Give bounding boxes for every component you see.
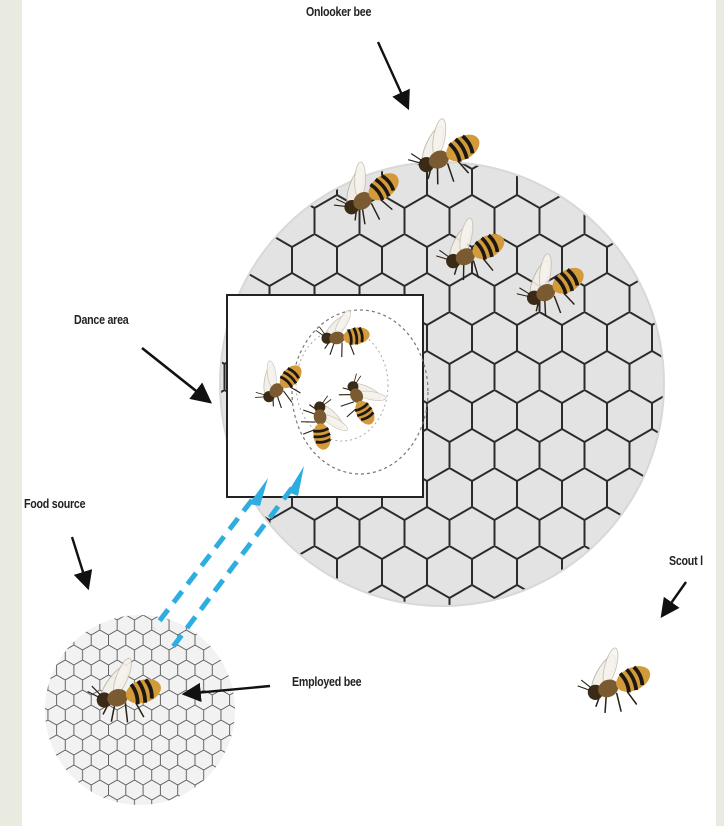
diagram-art [22,0,716,826]
label-onlooker-bee: Onlooker bee [306,4,371,19]
scout-bee [568,636,660,724]
label-food-source: Food source [24,496,85,511]
diagram-canvas: Onlooker bee Dance area Food source Empl… [22,0,716,826]
label-scout-bee: Scout l [669,553,703,568]
label-employed-bee: Employed bee [292,674,361,689]
honeycomb-small [42,612,242,812]
label-dance-area: Dance area [74,312,128,327]
